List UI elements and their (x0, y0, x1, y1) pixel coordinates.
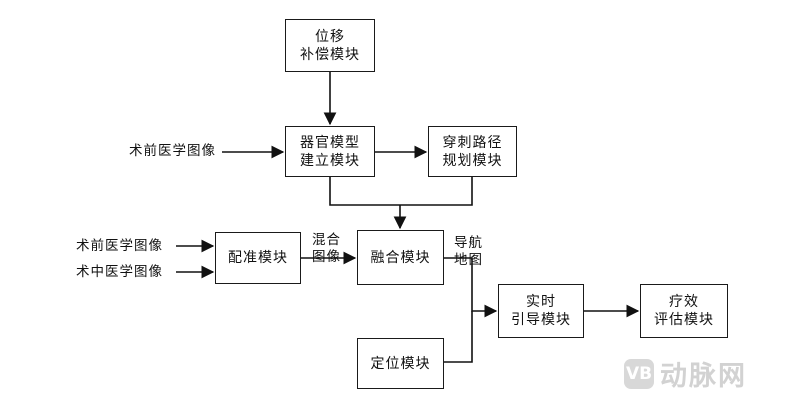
merge-line-organ-and-path (329, 177, 473, 206)
box-line-2: 建立模块 (300, 152, 360, 169)
box-line-2: 引导模块 (511, 312, 571, 328)
label-line-1: 导航 (454, 235, 483, 251)
label-navigation-map: 导航 地图 (454, 235, 483, 269)
displacement-compensation-module: 位移 补偿模块 (285, 19, 375, 72)
label-preop-image-top: 术前医学图像 (129, 143, 216, 159)
watermark-text: 动脉网 (660, 361, 747, 392)
box-line-1: 配准模块 (228, 250, 288, 266)
watermark-logo-icon: VB (624, 358, 654, 389)
label-intraop-image: 术中医学图像 (76, 264, 163, 280)
box-line-2: 规划模块 (442, 152, 503, 169)
label-line-1: 混合 (312, 232, 341, 248)
fusion-module: 融合模块 (357, 230, 444, 285)
registration-module: 配准模块 (215, 232, 301, 284)
box-line-1: 融合模块 (370, 249, 431, 266)
box-line-1: 穿刺路径 (442, 134, 503, 151)
arrow-fusion-to-guidance (444, 257, 498, 318)
label-preop-image: 术前医学图像 (76, 238, 163, 254)
organ-model-building-module: 器官模型 建立模块 (285, 126, 375, 177)
box-line-1: 位移 (315, 28, 345, 45)
positioning-module: 定位模块 (357, 338, 444, 389)
box-line-1: 实时 (526, 294, 556, 310)
box-line-1: 疗效 (669, 294, 699, 310)
box-line-1: 器官模型 (300, 134, 360, 151)
label-mixed-image: 混合 图像 (312, 232, 341, 266)
box-line-1: 定位模块 (370, 355, 431, 372)
puncture-path-planning-module: 穿刺路径 规划模块 (428, 126, 517, 177)
box-line-2: 评估模块 (654, 312, 714, 328)
realtime-guidance-module: 实时 引导模块 (498, 284, 584, 338)
efficacy-evaluation-module: 疗效 评估模块 (640, 284, 728, 338)
label-line-2: 图像 (312, 249, 341, 265)
line-positioning-to-guidance (444, 311, 473, 363)
label-line-2: 地图 (454, 252, 483, 268)
box-line-2: 补偿模块 (300, 46, 360, 63)
watermark: VB 动脉网 (624, 354, 747, 393)
